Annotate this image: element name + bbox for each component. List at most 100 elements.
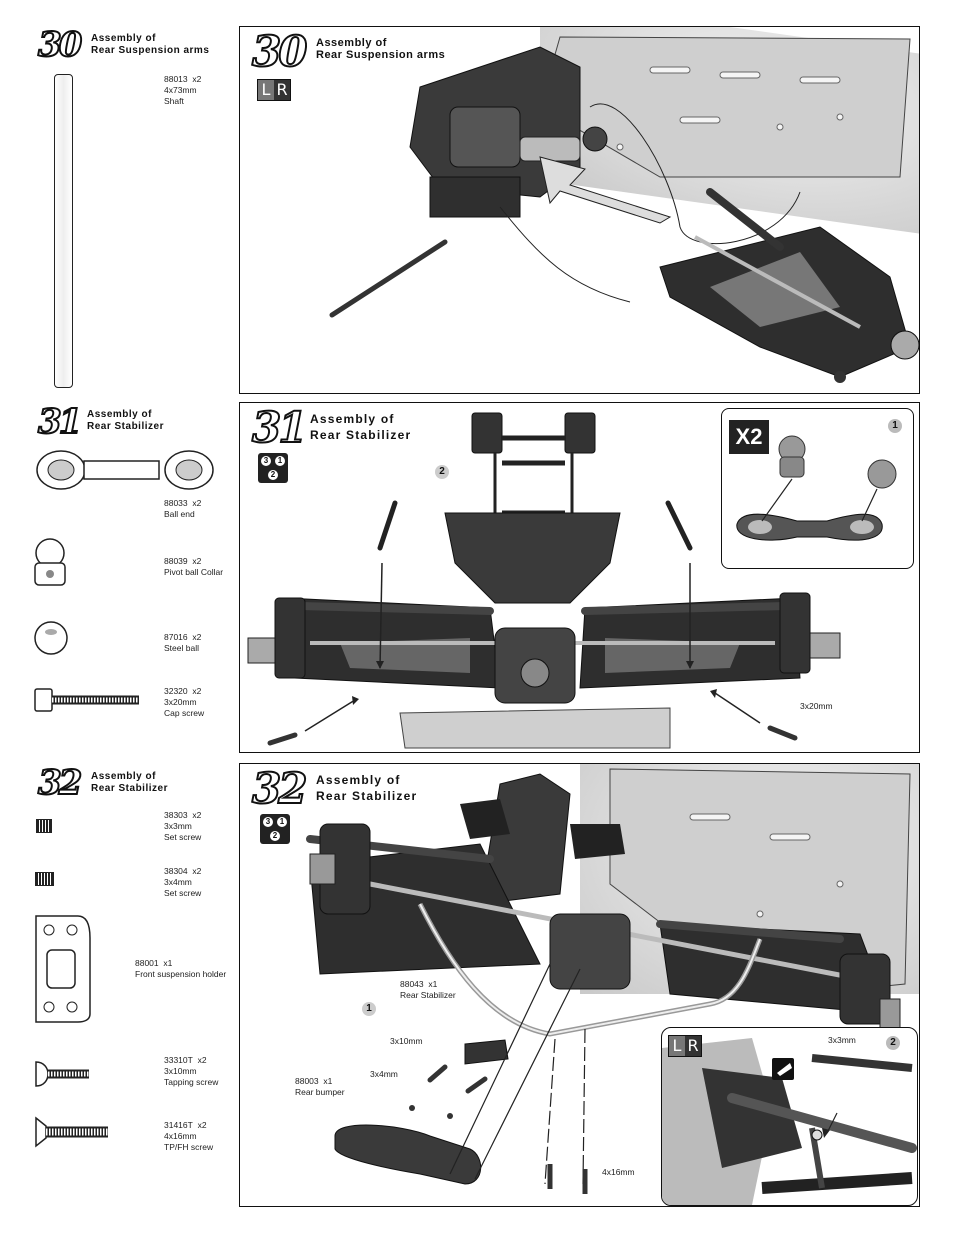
assembly-order-badge: 3 1 2 (260, 814, 290, 844)
step-30-title: Assembly of Rear Suspension arms (91, 33, 209, 57)
set-screw-3x3-illustration (36, 819, 52, 833)
pivot-ball-collar-illustration (34, 538, 66, 586)
part-31416T: 31416T x2 4x16mm TP/FH screw (164, 1120, 213, 1153)
part-code: 38303 (164, 810, 188, 820)
order-3: 3 (263, 817, 273, 827)
order-3: 3 (261, 456, 271, 466)
part-size: 4x73mm (164, 85, 197, 95)
part-qty: x2 (192, 810, 202, 820)
order-1: 1 (275, 456, 285, 466)
step-30-panel-title-line1: Assembly of (316, 37, 387, 49)
part-name: Set screw (164, 832, 202, 842)
part-name: Ball end (164, 509, 195, 519)
order-2: 2 (268, 470, 278, 480)
shaft-illustration (54, 74, 73, 388)
stabilizer-label: 88043 x1 Rear Stabilizer (400, 979, 456, 1001)
step-31-title-line2: Rear Stabilizer (87, 421, 164, 432)
part-88039: 88039 x2 Pivot ball Collar (164, 556, 223, 578)
bumper-qty: x1 (323, 1076, 333, 1086)
part-qty: x2 (197, 1120, 207, 1130)
x2-callout: X2 1 (721, 408, 914, 569)
step-32-panel-title-line2: Rear Stabilizer (316, 789, 418, 803)
part-qty: x2 (192, 686, 202, 696)
callout-sub-1: 1 (888, 419, 902, 433)
part-38304: 38304 x2 3x4mm Set screw (164, 866, 201, 899)
sub-step-1: 1 (362, 1002, 376, 1016)
part-88033: 88033 x2 Ball end (164, 498, 201, 520)
part-name: Front suspension holder (135, 969, 227, 979)
part-qty: x2 (197, 1055, 207, 1065)
bumper-label: 88003 x1 Rear bumper (295, 1076, 345, 1098)
part-qty: x2 (192, 74, 202, 84)
part-name: Steel ball (164, 643, 199, 653)
inset-drawing (662, 1038, 917, 1205)
part-name: Shaft (164, 96, 184, 106)
part-name: Pivot ball Collar (164, 567, 224, 577)
cap-screw-illustration (34, 688, 139, 712)
screw-label-3x20: 3x20mm (800, 701, 833, 711)
step-30-title-line1: Assembly of (91, 33, 156, 44)
multiplier-badge: X2 (729, 420, 769, 454)
step-32-drawing (306, 768, 911, 1194)
screw-label-3x3: 3x3mm (828, 1035, 856, 1045)
part-qty: x1 (163, 958, 173, 968)
part-88001: 88001 x1 Front suspension holder (135, 958, 226, 980)
step-31-panel-title-line2: Rear Stabilizer (310, 428, 412, 442)
step-31-panel-title-line1: Assembly of (310, 412, 395, 426)
part-qty: x2 (192, 866, 202, 876)
part-code: 88001 (135, 958, 159, 968)
bumper-code: 88003 (295, 1076, 319, 1086)
part-size: 3x3mm (164, 821, 192, 831)
bumper-name: Rear bumper (295, 1087, 345, 1097)
step-30-panel-number: 30 (251, 27, 308, 76)
step-30-title-line2: Rear Suspension arms (91, 45, 210, 56)
part-code: 31416T (164, 1120, 193, 1130)
part-name: TP/FH screw (164, 1142, 214, 1152)
lr-badge: L R (257, 79, 291, 101)
step-32-number: 32 (37, 763, 83, 803)
screw-label-3x10: 3x10mm (390, 1036, 423, 1046)
part-size: 3x20mm (164, 697, 197, 707)
lr-right: R (276, 80, 288, 99)
part-code: 88039 (164, 556, 188, 566)
part-code: 33310T (164, 1055, 193, 1065)
step-31-panel-title: Assembly of Rear Stabilizer (310, 411, 411, 443)
step-32-title-line1: Assembly of (91, 771, 156, 782)
lr-left: L (669, 1036, 685, 1056)
inset-detail: L R 2 3x3mm (661, 1027, 918, 1206)
inset-lr-badge: L R (668, 1035, 702, 1057)
part-qty: x2 (192, 498, 202, 508)
stabilizer-qty: x1 (428, 979, 438, 989)
step-31-title-line1: Assembly of (87, 409, 152, 420)
part-code: 32320 (164, 686, 188, 696)
step-31-panel-number: 31 (251, 403, 308, 452)
order-1: 1 (277, 817, 287, 827)
step-31-panel: 31 Assembly of Rear Stabilizer 3 1 2 2 (239, 402, 920, 753)
stabilizer-name: Rear Stabilizer (400, 990, 456, 1000)
step-32-panel-title-line1: Assembly of (316, 773, 401, 787)
step-31-title: Assembly of Rear Stabilizer (87, 409, 164, 433)
step-30-panel: 30 Assembly of Rear Suspension arms L R (239, 26, 920, 394)
inset-sub-2: 2 (886, 1036, 900, 1050)
stabilizer-code: 88043 (400, 979, 424, 989)
screw-label-4x16: 4x16mm (602, 1167, 635, 1177)
part-code: 88033 (164, 498, 188, 508)
step-32-title-line2: Rear Stabilizer (91, 783, 168, 794)
step-31-drawing (247, 412, 841, 749)
step-32-title: Assembly of Rear Stabilizer (91, 771, 168, 795)
step-32-panel: 3 2 Assembly of Rear Stabilizer 3 1 2 1 (239, 763, 920, 1207)
part-code: 87016 (164, 632, 188, 642)
part-name: Cap screw (164, 708, 205, 718)
screw-label-3x4: 3x4mm (370, 1069, 398, 1079)
part-name: Tapping screw (164, 1077, 219, 1087)
assembly-order-badge: 3 1 2 (258, 453, 288, 483)
ball-end-illustration (36, 450, 214, 490)
part-size: 3x4mm (164, 877, 192, 887)
tapping-screw-illustration (35, 1061, 89, 1087)
part-code: 88013 (164, 74, 188, 84)
step-30-drawing (329, 36, 919, 383)
suspension-holder-illustration (35, 915, 91, 1023)
part-32320: 32320 x2 3x20mm Cap screw (164, 686, 204, 719)
step-32-panel-title: Assembly of Rear Stabilizer (316, 772, 417, 804)
part-name: Set screw (164, 888, 202, 898)
